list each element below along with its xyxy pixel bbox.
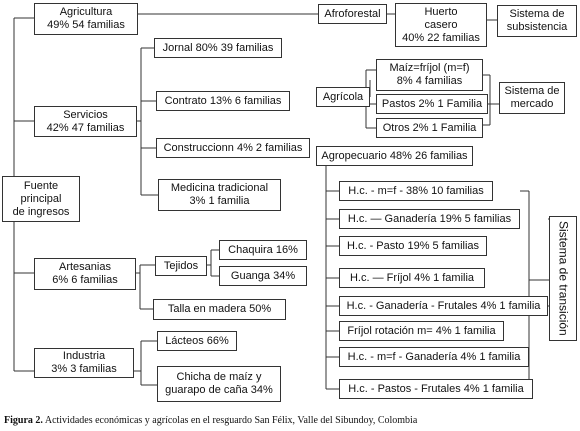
node-agricola: Agrícola <box>316 87 370 107</box>
caption-text: Actividades económicas y agrícolas en el… <box>44 415 418 426</box>
node-otros: Otros 2% 1 Familia <box>376 118 483 138</box>
node-medicina-tradicional: Medicina tradicional 3% 1 familia <box>158 179 281 211</box>
node-chaquira: Chaquira 16% <box>219 240 307 260</box>
node-hc-mf: H.c. - m=f - 38% 10 familias <box>339 181 493 201</box>
figure-caption: Figura 2. Actividades económicas y agríc… <box>4 415 417 426</box>
node-hc-mf-ganaderia: H.c. - m=f - Ganadería 4% 1 familia <box>339 347 529 367</box>
node-artesanias: Artesanias 6% 6 familias <box>34 258 136 290</box>
node-servicios: Servicios 42% 47 familias <box>34 106 137 137</box>
node-pastos: Pastos 2% 1 Familia <box>376 94 488 114</box>
node-hc-pastos-frutales: H.c. - Pastos - Frutales 4% 1 familia <box>339 379 533 399</box>
node-guanga: Guanga 34% <box>219 266 307 286</box>
node-afroforestal: Afroforestal <box>318 4 387 24</box>
node-industria: Industria 3% 3 familias <box>34 348 134 378</box>
node-hc-frijol: H.c. — Fríjol 4% 1 familia <box>339 268 485 288</box>
node-talla-madera: Talla en madera 50% <box>153 299 286 320</box>
node-sistema-mercado: Sistema de mercado <box>499 82 565 114</box>
node-construccion: Construccionn 4% 2 familias <box>156 138 310 158</box>
caption-label: Figura 2. <box>4 415 43 426</box>
node-tejidos: Tejidos <box>155 256 207 276</box>
node-huerto-casero: Huerto casero 40% 22 familias <box>395 3 487 47</box>
node-frijol-rotacion: Fríjol rotación m= 4% 1 familia <box>339 321 504 341</box>
node-agricultura: Agricultura 49% 54 familias <box>34 3 138 35</box>
node-hc-ganaderia-frutales: H.c. - Ganadería - Frutales 4% 1 familia <box>339 296 548 316</box>
node-hc-pasto: H.c. - Pasto 19% 5 familias <box>339 236 487 256</box>
node-maiz-frijol: Maíz=fríjol (m=f) 8% 4 familias <box>376 59 483 91</box>
node-agropecuario: Agropecuario 48% 26 familias <box>316 146 473 166</box>
node-lacteos: Lácteos 66% <box>157 331 237 351</box>
node-sistema-transicion: Sistema de transición <box>549 216 577 341</box>
node-chicha: Chicha de maíz y guarapo de caña 34% <box>157 366 281 402</box>
node-hc-ganaderia: H.c. — Ganadería 19% 5 familias <box>339 209 520 229</box>
node-sistema-subsistencia: Sistema de subsistencia <box>497 5 577 37</box>
node-jornal: Jornal 80% 39 familias <box>154 38 282 58</box>
node-contrato: Contrato 13% 6 familias <box>156 91 290 111</box>
node-fuente-principal: Fuente principal de ingresos <box>2 176 80 222</box>
